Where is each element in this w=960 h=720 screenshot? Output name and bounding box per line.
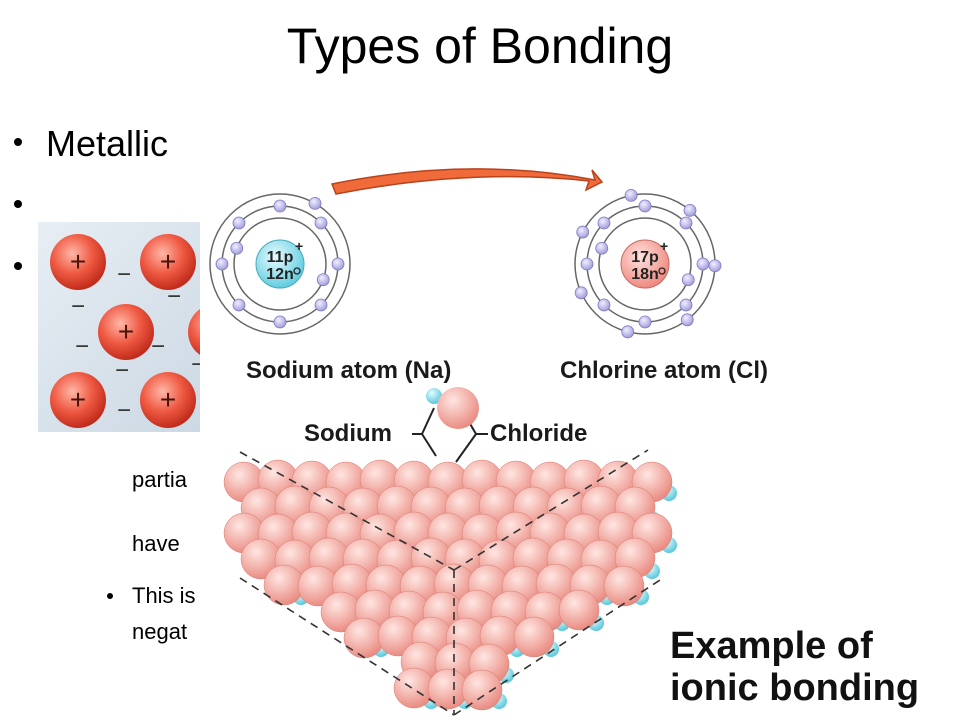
chloride-ion (513, 616, 555, 658)
metal-cation (140, 234, 196, 290)
electron (638, 199, 652, 213)
electron (708, 259, 722, 273)
electron (679, 298, 693, 312)
bullet-dot-icon (14, 138, 22, 147)
neutral-icon (658, 267, 666, 275)
sodium-atom-label: Sodium atom (Na) (246, 357, 452, 384)
chlorine-atom: 17p + 18n (574, 188, 722, 339)
slide-title: Types of Bonding (286, 18, 674, 74)
chlorine-neutrons: 18n (631, 266, 659, 283)
electron (232, 216, 246, 230)
sodium-ion-top (426, 388, 442, 404)
chlorine-atom-label: Chlorine atom (Cl) (560, 357, 768, 384)
figure-caption: Example of ionic bonding (670, 625, 919, 709)
metal-cation (98, 304, 154, 360)
partial-line-4: negat (132, 619, 188, 644)
electron (624, 188, 638, 202)
plus-sign-icon: + (70, 384, 86, 415)
electron (595, 241, 609, 255)
plus-sign-icon: + (160, 384, 176, 415)
minus-sign-icon: − (115, 357, 129, 384)
sodium-bracket-line (412, 407, 437, 457)
chlorine-protons: 17p (631, 249, 659, 266)
electron (696, 257, 710, 271)
electron (638, 315, 652, 329)
electron (680, 313, 694, 327)
plus-sign-icon: + (160, 246, 176, 277)
electron (597, 298, 611, 312)
electron (580, 257, 594, 271)
partial-line-2: have (132, 531, 180, 556)
plus-icon: + (295, 238, 303, 254)
minus-sign-icon: − (151, 333, 165, 360)
lattice-sodium-label: Sodium (304, 420, 392, 447)
minus-sign-icon: − (117, 261, 131, 288)
caption-line-2: ionic bonding (670, 667, 920, 709)
partial-line-3: This is (132, 583, 196, 608)
electron (215, 257, 229, 271)
electron (331, 257, 345, 271)
ionic-bonding-figure: 11p + 12n 17p + 18n (200, 150, 960, 720)
chloride-ion (558, 589, 600, 631)
electron (316, 273, 330, 287)
chloride-ion (461, 669, 503, 711)
electron-transfer-arrow (330, 168, 604, 195)
bullet-dot-icon (14, 262, 22, 271)
electron (308, 196, 322, 210)
metal-cation (50, 372, 106, 428)
plus-icon: + (660, 238, 668, 254)
minus-sign-icon: − (167, 283, 181, 310)
metal-cation (50, 234, 106, 290)
minus-sign-icon: − (117, 397, 131, 424)
electron (314, 298, 328, 312)
neutral-icon (293, 267, 301, 275)
bullet-3 (14, 248, 46, 288)
ionic-bonding-diagram: 11p + 12n 17p + 18n (209, 168, 722, 716)
bullet-dot-icon (14, 200, 22, 209)
metal-cation (140, 372, 196, 428)
chloride-ion (603, 565, 645, 607)
electron (232, 298, 246, 312)
electron (681, 273, 695, 287)
electron (273, 199, 287, 213)
sodium-atom: 11p + 12n (209, 193, 351, 335)
electron (679, 216, 693, 230)
electron (621, 325, 635, 339)
caption-line-1: Example of (670, 625, 873, 667)
electron (576, 225, 590, 239)
plus-sign-icon: + (70, 246, 86, 277)
sodium-protons: 11p (267, 249, 294, 266)
plus-sign-icon: + (118, 316, 134, 347)
bullet-2 (14, 186, 46, 226)
electron (574, 286, 588, 300)
minus-sign-icon: − (71, 293, 85, 320)
lattice-edge-lines (239, 449, 661, 716)
electron (683, 203, 697, 217)
electron (230, 241, 244, 255)
ionic-lattice (223, 459, 677, 711)
bullet-metallic: Metallic (14, 124, 168, 164)
sodium-neutrons: 12n (266, 266, 294, 283)
sub-bullet-dot-icon (107, 593, 113, 599)
electron (597, 216, 611, 230)
electron (314, 216, 328, 230)
electron (273, 315, 287, 329)
lattice-chloride-label: Chloride (490, 420, 588, 447)
minus-sign-icon: − (75, 333, 89, 360)
partial-line-1: partia (132, 467, 188, 492)
chloride-ion-top (437, 387, 479, 429)
bullet-metallic-text: Metallic (46, 123, 169, 164)
